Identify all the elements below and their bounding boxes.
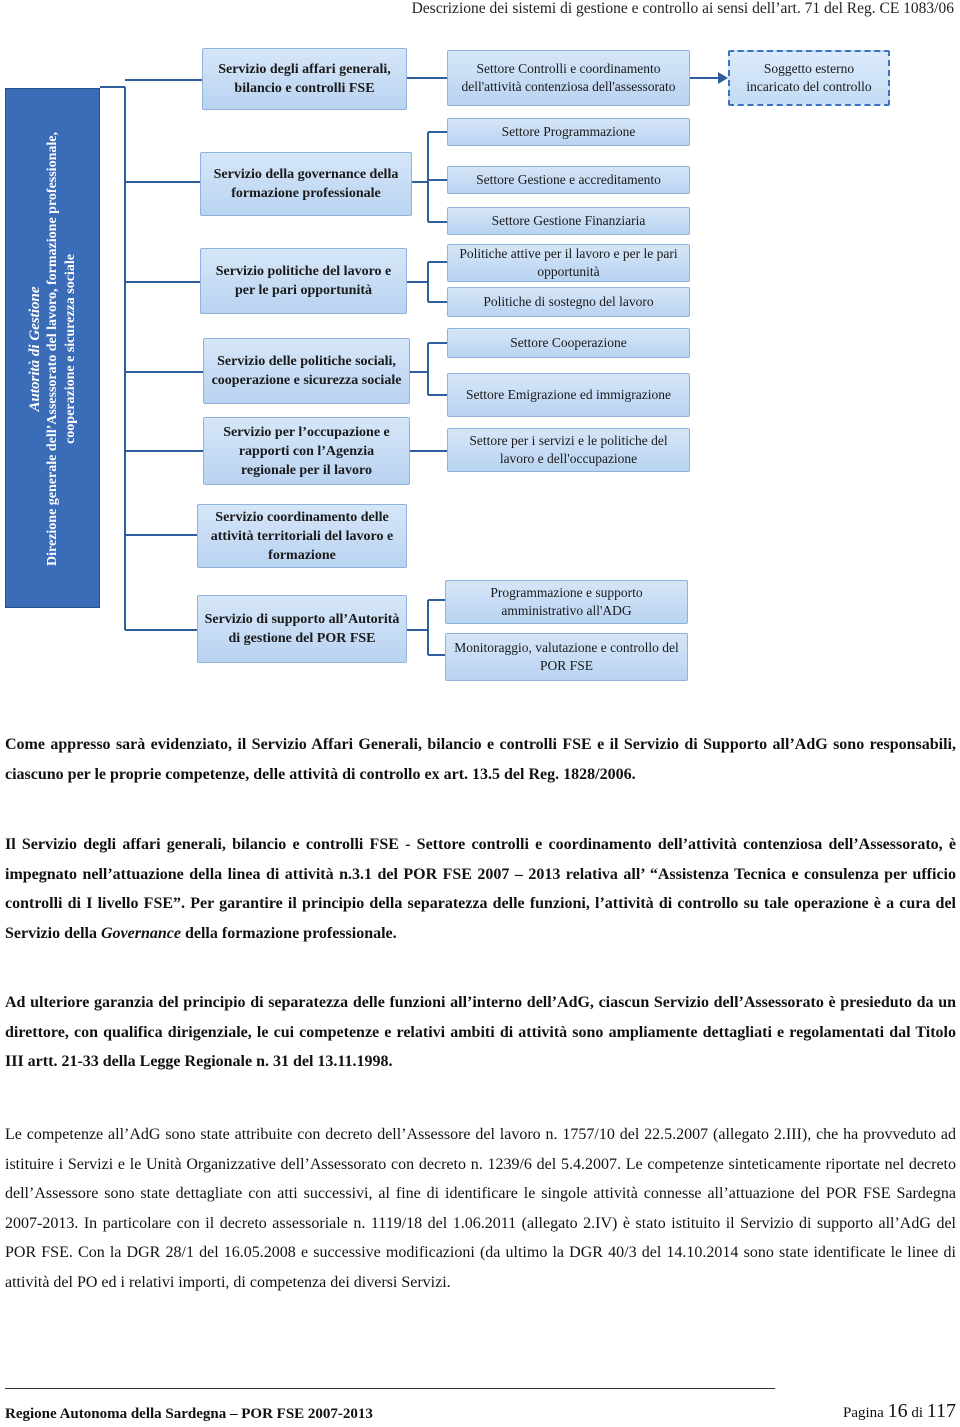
paragraph-2: Il Servizio degli affari generali, bilan…: [5, 836, 956, 942]
sector-box-gestione-accreditamento: Settore Gestione e accreditamento: [447, 166, 690, 194]
paragraph-4: Le competenze all’AdG sono state attribu…: [5, 1126, 956, 1291]
footer-divider: [5, 1388, 775, 1389]
paragraph-1: Come appresso sarà evidenziato, il Servi…: [5, 736, 956, 783]
sector-box-programmazione-supporto: Programmazione e supporto amministrativo…: [445, 580, 688, 624]
sector-box-cooperazione: Settore Cooperazione: [447, 328, 690, 358]
service-box-coordinamento: Servizio coordinamento delle attività te…: [197, 504, 407, 568]
page-header: Descrizione dei sistemi di gestione e co…: [411, 0, 954, 17]
org-chart: Autorità di Gestione Direzione generale …: [0, 40, 960, 690]
service-box-politiche-lavoro: Servizio politiche del lavoro e per le p…: [200, 248, 407, 314]
managing-authority-box: Autorità di Gestione Direzione generale …: [5, 88, 100, 608]
service-box-politiche-sociali: Servizio delle politiche sociali, cooper…: [203, 338, 410, 404]
org-chart-connectors: [100, 72, 728, 656]
paragraph-3: Ad ulteriore garanzia del principio di s…: [5, 994, 956, 1071]
sector-box-monitoraggio: Monitoraggio, valutazione e controllo de…: [445, 633, 688, 681]
sector-box-controlli: Settore Controlli e coordinamento dell'a…: [447, 50, 690, 106]
service-box-occupazione: Servizio per l’occupazione e rapporti co…: [203, 417, 410, 485]
footer-title: Regione Autonoma della Sardegna – POR FS…: [5, 1406, 373, 1422]
sector-box-politiche-sostegno: Politiche di sostegno del lavoro: [447, 287, 690, 317]
service-box-governance: Servizio della governance della formazio…: [200, 152, 412, 216]
sector-box-emigrazione: Settore Emigrazione ed immigrazione: [447, 373, 690, 417]
service-box-affari-generali: Servizio degli affari generali, bilancio…: [202, 48, 407, 110]
page-number: Pagina 16 di 117: [842, 1400, 956, 1422]
sector-box-gestione-finanziaria: Settore Gestione Finanziaria: [447, 207, 690, 235]
external-controller-box: Soggetto esterno incaricato del controll…: [728, 50, 890, 106]
service-box-supporto-adg: Servizio di supporto all’Autorità di ges…: [197, 595, 407, 663]
sector-box-programmazione: Settore Programmazione: [447, 118, 690, 146]
sector-box-politiche-attive: Politiche attive per il lavoro e per le …: [447, 244, 690, 282]
managing-authority-label: Autorità di Gestione Direzione generale …: [27, 132, 78, 566]
sector-box-servizi-occupazione: Settore per i servizi e le politiche del…: [447, 428, 690, 472]
